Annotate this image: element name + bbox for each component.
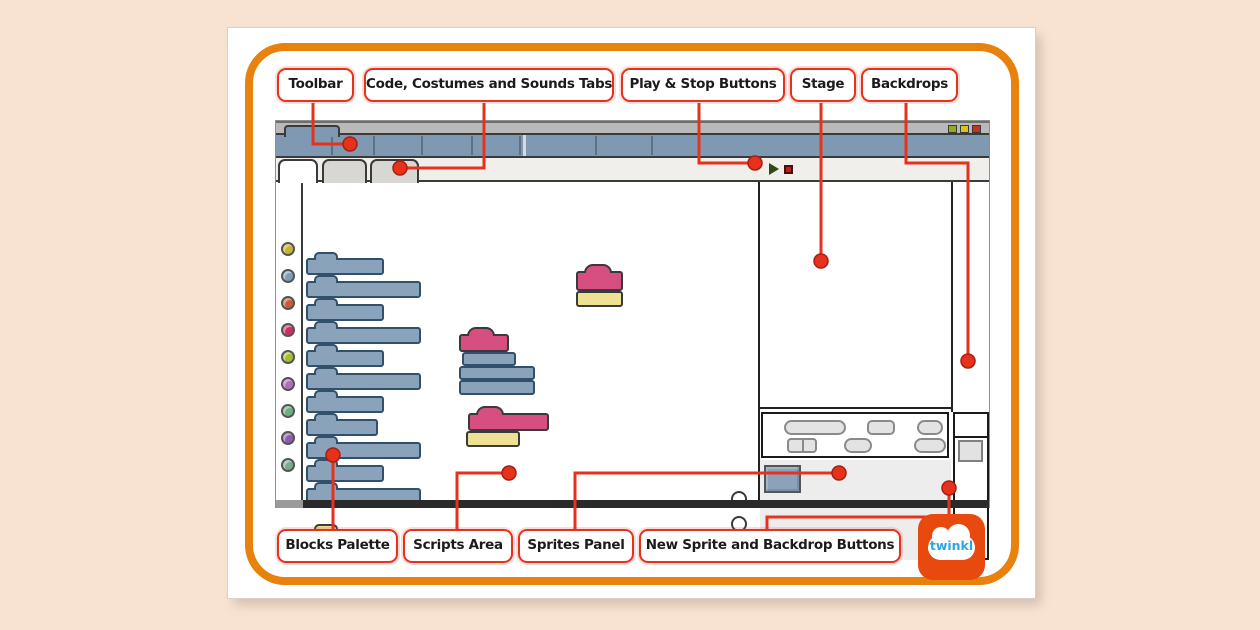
label-blocks-palette: Blocks Palette <box>277 529 398 563</box>
script-block-pink <box>576 264 623 291</box>
palette-dot <box>281 323 295 337</box>
toolbar-strip <box>276 133 989 158</box>
orange-frame <box>245 43 1019 585</box>
tab-sounds <box>370 159 419 183</box>
palette-block <box>306 275 421 298</box>
toolbar-divider <box>595 136 597 155</box>
window-bottom-bar <box>276 500 989 508</box>
label-toolbar: Toolbar <box>277 68 354 102</box>
bottom-bar-corner <box>276 500 303 508</box>
twinkl-logo: twinkl <box>918 514 985 580</box>
info-button <box>867 420 895 435</box>
label-new-sprite-backdrop: New Sprite and Backdrop Buttons <box>639 529 901 563</box>
info-button <box>844 438 872 453</box>
sprite-thumbnail <box>764 465 801 493</box>
tab-costumes <box>322 159 367 183</box>
window-titlebar <box>276 121 989 133</box>
palette-block <box>306 390 384 413</box>
backdrops-divider <box>955 436 987 438</box>
toolbar-tab-bump <box>284 125 340 137</box>
palette-dot <box>281 296 295 310</box>
palette-block <box>306 436 421 459</box>
toolbar-divider <box>519 136 521 155</box>
label-stage: Stage <box>790 68 856 102</box>
palette-block <box>306 344 384 367</box>
script-block-blue <box>459 366 535 380</box>
palette-block <box>306 298 384 321</box>
twinkl-cloud-icon <box>928 524 975 560</box>
palette-dot <box>281 269 295 283</box>
window-button <box>972 125 981 133</box>
script-block-blue <box>459 380 535 395</box>
palette-block <box>306 413 378 436</box>
window-content <box>276 182 989 560</box>
palette-dot <box>281 404 295 418</box>
toolbar-divider <box>421 136 423 155</box>
sprite-info-panel <box>761 412 949 458</box>
palette-dot <box>281 377 295 391</box>
label-sprites-panel: Sprites Panel <box>518 529 634 563</box>
palette-dot <box>281 350 295 364</box>
palette-dot <box>281 242 295 256</box>
info-button <box>914 438 946 453</box>
info-button-split <box>787 438 817 453</box>
label-scripts-area: Scripts Area <box>403 529 513 563</box>
window-button <box>948 125 957 133</box>
palette-dot <box>281 458 295 472</box>
stop-icon <box>784 165 793 174</box>
stage-right-border <box>951 182 953 412</box>
content-top-border <box>276 180 989 182</box>
script-block-yellow <box>466 431 520 447</box>
info-button <box>917 420 943 435</box>
toolbar-divider <box>471 136 473 155</box>
tab-code <box>278 159 318 183</box>
label-backdrops: Backdrops <box>861 68 958 102</box>
label-tabs: Code, Costumes and Sounds Tabs <box>364 68 614 102</box>
toolbar-gap <box>523 135 526 156</box>
window-button <box>960 125 969 133</box>
palette-column-border <box>301 182 303 500</box>
palette-block <box>306 321 421 344</box>
palette-block <box>306 459 384 482</box>
palette-block <box>306 252 384 275</box>
script-block-pink <box>468 406 549 431</box>
stage-panel <box>760 182 951 407</box>
stage-bottom-border <box>760 407 951 409</box>
info-button <box>784 420 846 435</box>
scratch-window-mockup <box>275 120 990 560</box>
backdrop-thumbnail <box>958 440 983 462</box>
palette-dot <box>281 431 295 445</box>
twinkl-logo-text: twinkl <box>929 538 974 553</box>
stage-left-border <box>758 182 760 500</box>
script-block-pink <box>459 327 509 352</box>
script-block-yellow <box>576 291 623 307</box>
toolbar-divider <box>651 136 653 155</box>
palette-block <box>306 367 421 390</box>
toolbar-divider <box>331 136 333 155</box>
label-play-stop: Play & Stop Buttons <box>621 68 785 102</box>
play-icon <box>769 163 779 175</box>
script-block-blue <box>462 352 516 366</box>
toolbar-divider <box>373 136 375 155</box>
tabs-row <box>276 158 989 183</box>
